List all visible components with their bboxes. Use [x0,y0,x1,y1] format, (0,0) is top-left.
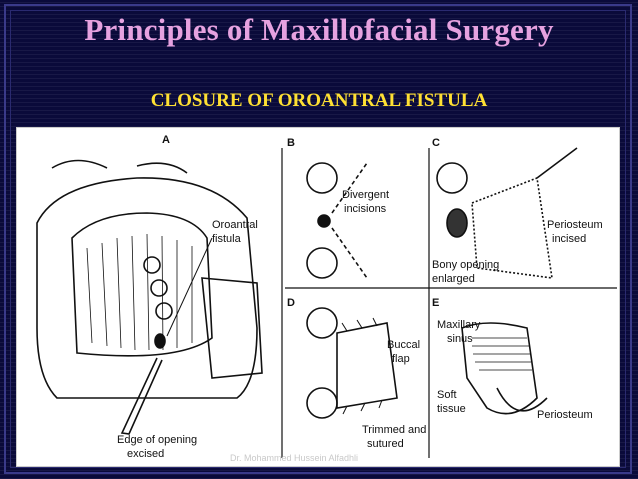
label-bony-opening-1: Bony opening [432,259,499,271]
incisions-b [331,162,368,279]
retractor [201,277,263,379]
periosteum-e [496,387,548,412]
label-trimmed-2: sutured [367,438,404,450]
tooth-a2 [150,279,168,297]
flap-d [336,322,398,409]
label-oroantral-2: fistula [212,233,242,245]
label-divergent-2: incisions [344,203,387,215]
slide-title: Principles of Maxillofacial Surgery [84,12,554,47]
label-oroantral-1: Oroantral [212,219,258,231]
label-divergent-1: Divergent [342,189,389,201]
pointer-fistula [166,237,213,337]
opening-b [317,214,331,228]
label-soft-tissue-1: Soft [437,389,457,401]
sinus-outline [461,322,538,415]
illustration-svg: A B C D E Oroantral fistula Edge of open… [36,134,617,460]
fistula-spot [154,333,166,349]
surgical-illustration: A B C D E Oroantral fistula Edge of open… [16,127,620,467]
label-buccal-flap-1: Buccal [387,339,420,351]
instrument-c [536,147,578,179]
label-edge-1: Edge of opening [117,434,197,446]
sinus-fill [472,337,532,371]
lip-line [51,159,188,174]
label-periosteum-incised-2: incised [552,233,586,245]
panel-label-e: E [432,297,439,309]
bony-opening-c [446,208,468,238]
slide-subtitle: CLOSURE OF OROANTRAL FISTULA [150,90,488,111]
label-trimmed-1: Trimmed and [362,424,426,436]
tooth-d1 [306,307,338,339]
palate-inner [71,212,213,357]
label-bony-opening-2: enlarged [432,273,475,285]
label-periosteum-e: Periosteum [537,409,593,421]
label-maxillary-2: sinus [447,333,473,345]
panel-label-b: B [287,137,295,149]
label-edge-2: excised [127,448,164,460]
slide-inner-border [10,10,626,468]
scalpel [120,357,163,435]
tooth-b2 [306,247,338,279]
flap-c [471,176,553,279]
label-soft-tissue-2: tissue [437,403,466,415]
panel-label-a: A [162,134,170,146]
sutures-d [341,317,383,415]
tooth-a3 [155,302,173,320]
tooth-a1 [143,256,161,274]
tooth-b1 [306,162,338,194]
panel-label-c: C [432,137,440,149]
label-periosteum-incised-1: Periosteum [547,219,603,231]
slide-border [4,4,632,474]
watermark-text: Dr. Mohammed Hussein Alfadhli [230,453,359,463]
palate-outline [36,177,258,399]
panel-label-d: D [287,297,295,309]
palate-lines [86,233,193,351]
label-buccal-flap-2: flap [392,353,410,365]
tooth-d2 [306,387,338,419]
tooth-c [436,162,468,194]
label-maxillary-1: Maxillary [437,319,481,331]
